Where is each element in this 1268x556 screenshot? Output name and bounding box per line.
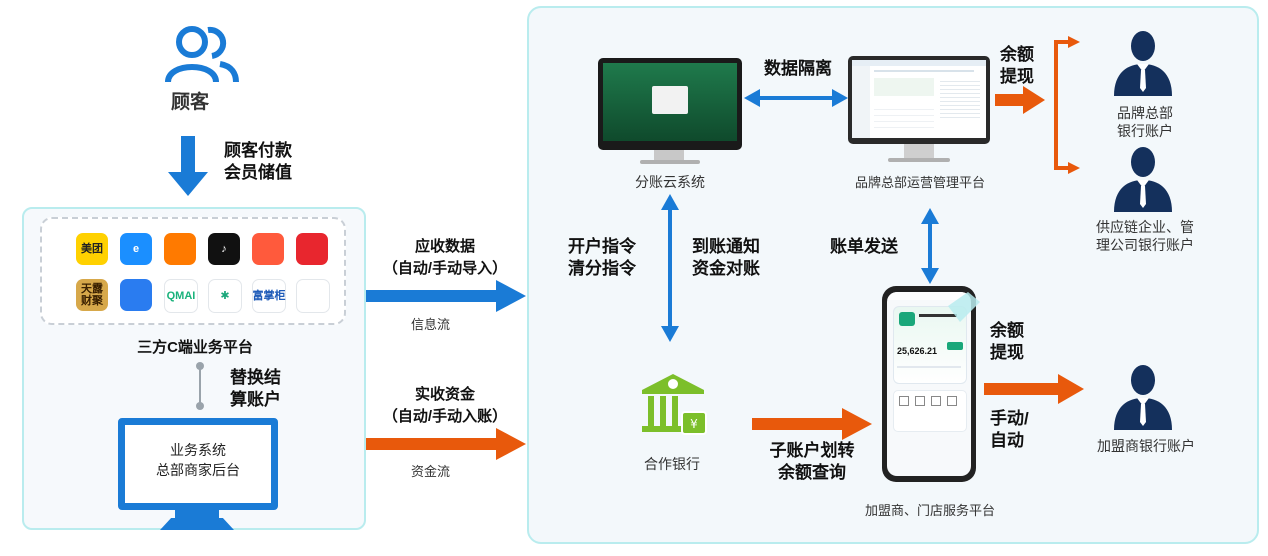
franchise-phone: 25,626.21 — [882, 286, 976, 482]
slack-like-icon: ✱ — [208, 279, 242, 313]
meituan-icon: 美团 — [76, 233, 108, 265]
down-arrow-icon — [168, 136, 208, 196]
fuying-icon: 富掌柜 — [252, 279, 286, 313]
supply-person-icon — [1114, 147, 1172, 212]
brand-platform-base — [888, 158, 950, 162]
payment-label: 顾客付款 会员储值 — [224, 141, 292, 182]
fund-flow-arrow — [366, 428, 526, 460]
switch-account-label: 替换结 算账户 — [230, 368, 281, 409]
split-bank-arrow — [661, 194, 679, 342]
brand-platform-label: 品牌总部运营管理平台 — [854, 175, 985, 190]
brand-platform-stand — [904, 144, 934, 158]
fund-flow-label: 实收资金 （自动/手动入账） — [382, 386, 508, 425]
instructions-label: 开户指令 清分指令 — [568, 237, 636, 278]
split-cloud-base — [640, 160, 700, 164]
info-flow-sub: 信息流 — [411, 317, 451, 332]
eleme-icon: e — [120, 233, 152, 265]
withdraw-mid-label: 余额 提现 — [990, 321, 1024, 362]
brand-hq-person-icon — [1114, 31, 1172, 96]
sub-account-label: 子账户划转 余额查询 — [769, 441, 855, 482]
blue-app-icon — [120, 279, 152, 311]
sub-account-arrow — [752, 408, 872, 440]
phone-accent-icon — [948, 292, 980, 322]
withdraw-top-arrow — [995, 86, 1045, 114]
bill-send-label: 账单发送 — [830, 237, 898, 256]
supply-account-label: 供应链企业、管 理公司银行账户 — [1096, 219, 1194, 253]
phone-amount: 25,626.21 — [897, 346, 938, 356]
connector-line — [196, 362, 204, 410]
bill-send-arrow — [921, 208, 939, 284]
svg-text:¥: ¥ — [690, 417, 698, 431]
partner-bank-label: 合作银行 — [644, 456, 700, 472]
swirl-icon — [296, 279, 330, 313]
third-party-label: 三方C端业务平台 — [137, 339, 253, 356]
douyin-icon: ♪ — [208, 233, 240, 265]
data-isolation-arrow — [744, 89, 848, 107]
withdraw-top-label: 余额 提现 — [1000, 45, 1034, 86]
info-flow-label: 应收数据 （自动/手动导入） — [382, 238, 508, 277]
arrival-notice-label: 到账通知 资金对账 — [692, 237, 760, 278]
split-cloud-label: 分账云系统 — [635, 174, 705, 190]
withdraw-mid-arrow — [984, 374, 1084, 404]
bank-icon: ¥ — [642, 374, 707, 435]
customer-label: 顾客 — [170, 92, 209, 113]
grid-app-icon — [252, 233, 284, 265]
info-flow-arrow — [366, 280, 526, 312]
tianmao-caishen-icon: 天露 财聚 — [76, 279, 108, 311]
brand-platform-monitor — [848, 56, 990, 144]
fund-flow-sub: 资金流 — [411, 464, 451, 479]
qmai-icon: QMAI — [164, 279, 198, 313]
business-system-label: 业务系统 总部商家后台 — [156, 442, 240, 478]
business-monitor — [118, 418, 278, 510]
split-cloud-monitor — [598, 58, 742, 150]
franchise-account-label: 加盟商银行账户 — [1097, 438, 1195, 454]
person-app-icon — [164, 233, 196, 265]
red-app-icon — [296, 233, 328, 265]
brand-hq-account-label: 品牌总部 银行账户 — [1117, 105, 1173, 139]
franchise-person-icon — [1114, 365, 1172, 430]
monitor-base — [160, 518, 234, 530]
customer-icon — [165, 26, 239, 83]
manual-auto-label: 手动/ 自动 — [990, 409, 1029, 450]
data-isolation-label: 数据隔离 — [764, 59, 832, 78]
franchise-platform-label: 加盟商、门店服务平台 — [864, 503, 995, 518]
withdraw-bracket — [1054, 36, 1080, 174]
monitor-stand — [175, 510, 219, 518]
split-cloud-stand — [654, 150, 684, 160]
